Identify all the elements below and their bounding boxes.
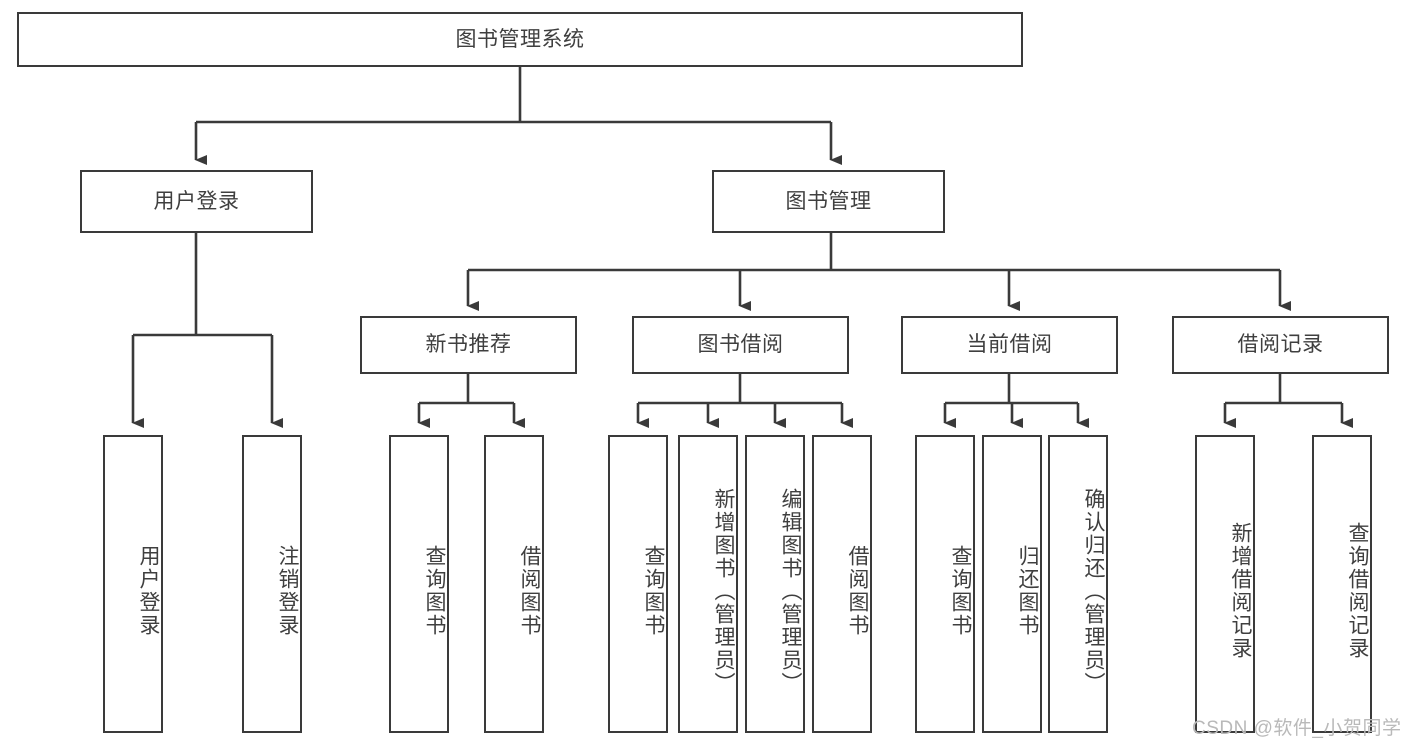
- node-root-book-management-system[interactable]: 图书管理系统: [17, 12, 1023, 67]
- leaf-edit-book-admin[interactable]: 编辑图书（管理员）: [745, 435, 805, 733]
- node-user-login[interactable]: 用户登录: [80, 170, 313, 233]
- node-label: 借阅图书: [518, 545, 541, 637]
- leaf-return-book[interactable]: 归还图书: [982, 435, 1042, 733]
- node-label: 用户登录: [153, 189, 240, 213]
- node-label: 编辑图书（管理员）: [779, 487, 802, 695]
- leaf-query-book-current[interactable]: 查询图书: [915, 435, 975, 733]
- node-label: 借阅图书: [846, 545, 869, 637]
- node-new-book-recommend[interactable]: 新书推荐: [360, 316, 577, 374]
- csdn-watermark: CSDN @软件_小贺同学: [1192, 718, 1402, 739]
- node-label: 新书推荐: [425, 333, 512, 357]
- node-label: 借阅记录: [1237, 333, 1324, 357]
- node-current-borrow[interactable]: 当前借阅: [901, 316, 1118, 374]
- leaf-query-borrow-record[interactable]: 查询借阅记录: [1312, 435, 1372, 733]
- node-label: 当前借阅: [966, 333, 1053, 357]
- leaf-user-login[interactable]: 用户登录: [103, 435, 163, 733]
- node-label: 归还图书: [1016, 545, 1039, 637]
- node-label: 图书管理: [785, 189, 872, 213]
- node-label: 新增图书（管理员）: [712, 487, 735, 695]
- node-book-borrow[interactable]: 图书借阅: [632, 316, 849, 374]
- leaf-borrow-book-recommend[interactable]: 借阅图书: [484, 435, 544, 733]
- leaf-add-book-admin[interactable]: 新增图书（管理员）: [678, 435, 738, 733]
- node-label: 查询图书: [423, 545, 446, 637]
- node-label: 新增借阅记录: [1229, 522, 1252, 660]
- node-label: 查询借阅记录: [1346, 522, 1369, 660]
- node-label: 查询图书: [642, 545, 665, 637]
- node-label: 注销登录: [276, 545, 299, 637]
- node-label: 查询图书: [949, 545, 972, 637]
- node-label: 确认归还（管理员）: [1082, 487, 1105, 695]
- node-borrow-record[interactable]: 借阅记录: [1172, 316, 1389, 374]
- node-label: 用户登录: [137, 545, 160, 637]
- leaf-borrow-book[interactable]: 借阅图书: [812, 435, 872, 733]
- leaf-query-book-borrow[interactable]: 查询图书: [608, 435, 668, 733]
- leaf-confirm-return-admin[interactable]: 确认归还（管理员）: [1048, 435, 1108, 733]
- leaf-query-book-recommend[interactable]: 查询图书: [389, 435, 449, 733]
- leaf-add-borrow-record[interactable]: 新增借阅记录: [1195, 435, 1255, 733]
- node-label: 图书借阅: [697, 333, 784, 357]
- leaf-logout[interactable]: 注销登录: [242, 435, 302, 733]
- node-label: 图书管理系统: [455, 27, 585, 51]
- node-book-management[interactable]: 图书管理: [712, 170, 945, 233]
